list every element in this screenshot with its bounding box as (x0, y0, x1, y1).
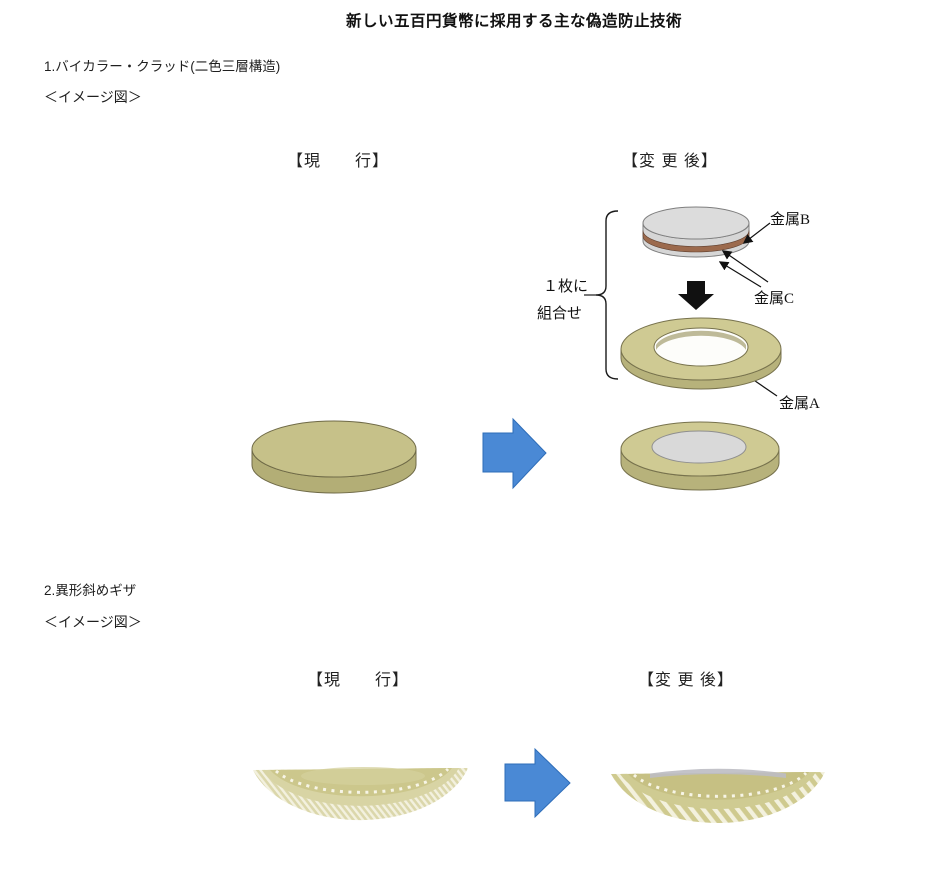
section2-after-label: 【変 更 後】 (638, 672, 734, 689)
section1-after-label: 【変 更 後】 (622, 153, 718, 170)
page-title: 新しい五百円貨幣に採用する主な偽造防止技術 (346, 13, 683, 30)
section1-heading: 1.バイカラー・クラッド(二色三層構造) (44, 59, 281, 74)
current-coin (251, 420, 417, 494)
metal-a-label: 金属A (779, 396, 820, 412)
section2-heading: 2.異形斜めギザ (44, 583, 137, 598)
ring-metal-a (620, 317, 782, 390)
section1-image-figure-label: ＜イメージ図＞ (44, 89, 142, 105)
down-arrow-icon (678, 281, 714, 310)
combine-bracket (584, 210, 619, 380)
metal-c-arrow-lower (718, 261, 762, 288)
transform-arrow-icon (482, 417, 547, 490)
section2-image-figure-label: ＜イメージ図＞ (44, 614, 142, 630)
section1-current-label: 【現 行】 (287, 153, 390, 170)
edge-view-current (253, 767, 468, 821)
transform-arrow-icon (504, 747, 571, 819)
section2-current-label: 【現 行】 (307, 672, 410, 689)
clad-disc (642, 206, 750, 258)
metal-b-arrow (742, 222, 771, 244)
combine-note-line1: １枚に (543, 279, 589, 295)
bicolor-coin (620, 421, 780, 491)
metal-b-label: 金属B (770, 212, 811, 228)
combine-note-line2: 組合せ (537, 306, 583, 322)
metal-c-label: 金属C (754, 291, 795, 307)
metal-c-arrow-upper (721, 250, 769, 283)
edge-view-new (611, 768, 825, 824)
